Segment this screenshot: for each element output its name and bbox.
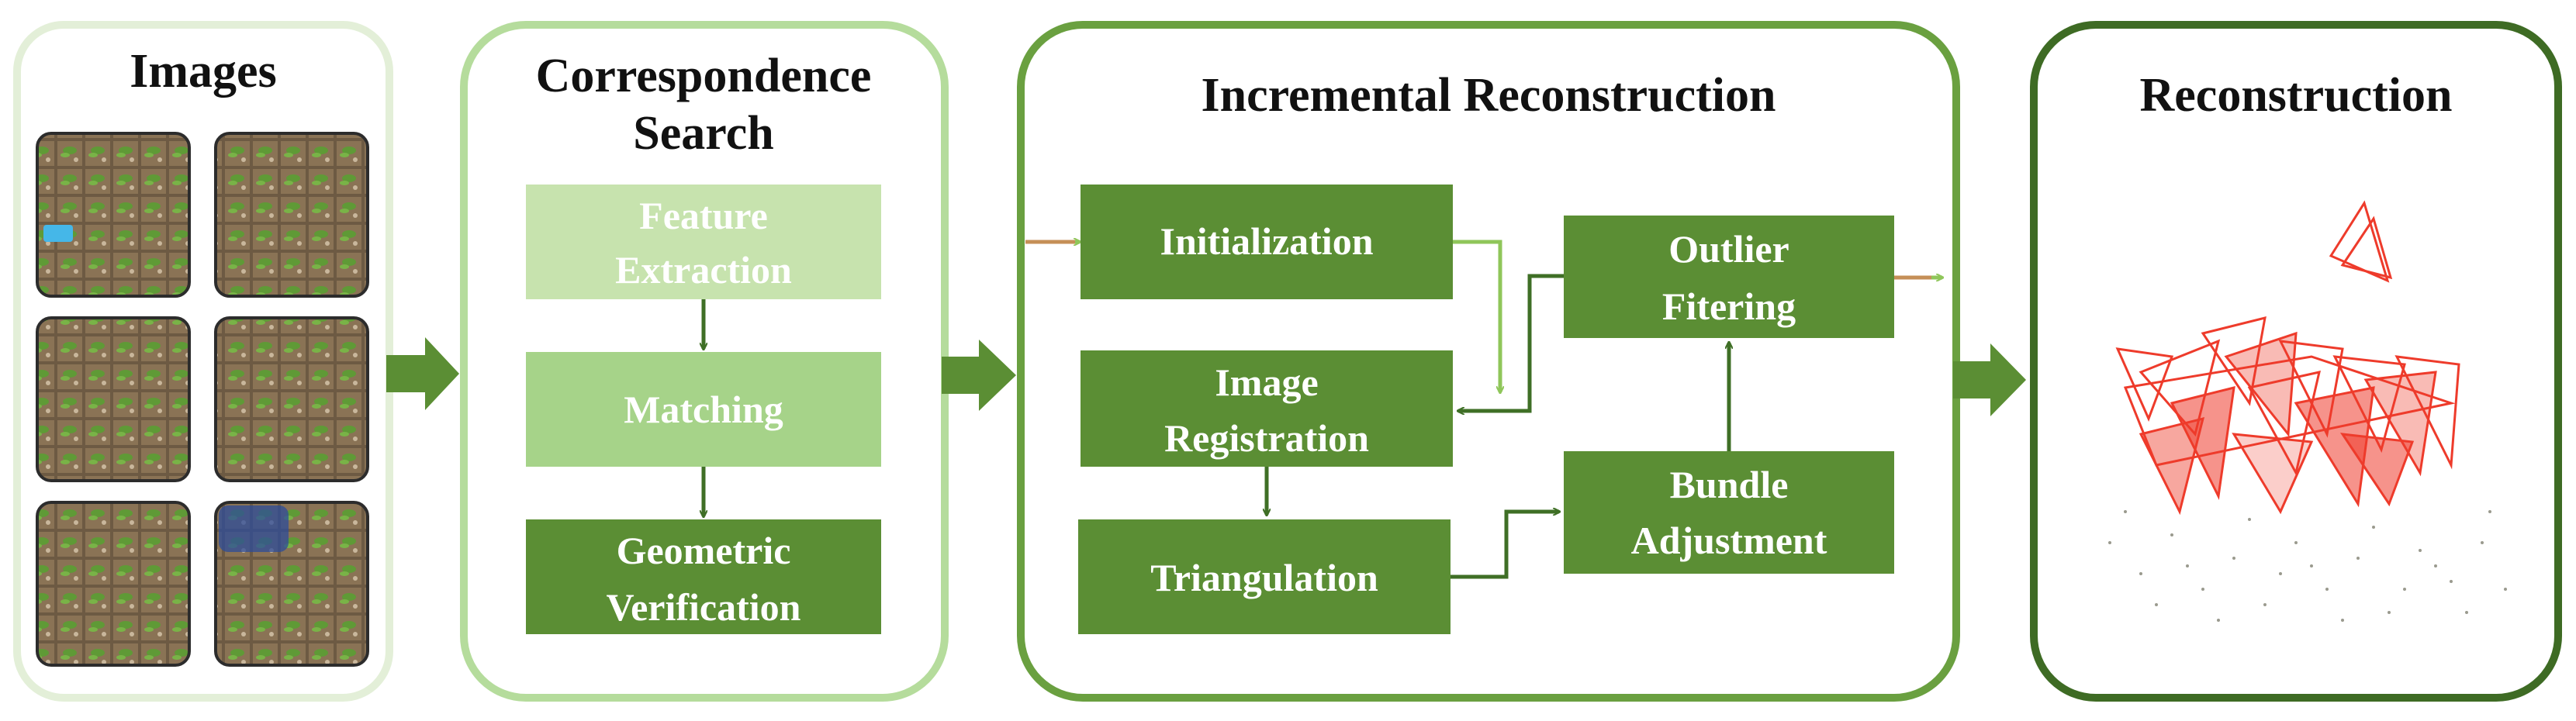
flow-arrow-1 [386,337,459,410]
arrow-outlier-to-registration [1458,274,1564,411]
feature-extraction-label-line1: Feature [639,194,768,237]
point-cloud [2108,510,2507,622]
reconstruction-panel-frame [2030,21,2562,702]
geometric-verification-label-line1: Geometric [617,529,791,572]
flow-arrow-2 [942,340,1016,411]
outlier-filtering-step: Outlier Fitering [1564,216,1894,338]
photo-thumbnail [214,132,369,298]
photo-thumbnail [36,316,191,482]
correspondence-title-line1: Correspondence [536,50,872,102]
images-panel: Images [13,21,393,702]
outlier-filtering-label-line2: Fitering [1662,285,1796,328]
bundle-adjustment-step: Bundle Adjustment [1564,451,1894,574]
correspondence-title-line2: Search [633,107,773,160]
photo-thumbnail [214,316,369,482]
image-registration-box [1081,350,1453,467]
outlier-filtering-label-line1: Outlier [1668,227,1789,271]
initialization-label: Initialization [1160,219,1373,263]
correspondence-panel: Correspondence Search Feature Extraction… [460,21,949,702]
photo-grid [36,132,369,667]
initialization-step: Initialization [1081,185,1453,299]
bundle-adjustment-box [1564,451,1894,574]
triangulation-step: Triangulation [1078,519,1451,634]
triangulation-label: Triangulation [1150,556,1378,599]
bundle-adjustment-label-line1: Bundle [1670,463,1789,506]
photo-thumbnail [36,501,191,667]
matching-step: Matching [526,352,881,467]
geometric-verification-label-line2: Verification [607,585,801,629]
arrow-triangulation-to-bundle [1451,512,1559,579]
incremental-panel-title: Incremental Reconstruction [1201,69,1776,122]
reconstruction-panel-title: Reconstruction [2140,69,2453,122]
initialization-box [1081,185,1453,299]
feature-extraction-step: Feature Extraction [526,185,881,299]
geometric-verification-step: Geometric Verification [526,519,881,634]
image-registration-label-line2: Registration [1164,416,1369,460]
images-panel-title: Images [130,45,276,98]
matching-box [526,352,881,467]
flow-arrow-3 [1953,343,2026,416]
image-registration-label-line1: Image [1215,360,1318,404]
isolated-camera [2329,200,2393,283]
bundle-adjustment-label-line2: Adjustment [1631,519,1827,562]
feature-extraction-box [526,185,881,299]
plant-tag [43,225,73,242]
camera-pose-cluster [2115,316,2460,516]
blue-tray-tint [219,505,289,552]
incremental-panel: Incremental Reconstruction Initializatio… [1017,21,1960,702]
matching-label: Matching [624,388,783,431]
geometric-verification-box [526,519,881,634]
photo-thumbnail [36,132,191,298]
arrow-initialization-to-registration [1453,240,1500,392]
feature-extraction-label-line2: Extraction [615,248,792,292]
reconstruction-panel: Reconstruction [2030,21,2562,702]
triangulation-box [1078,519,1451,634]
image-registration-step: Image Registration [1081,350,1453,467]
outlier-filtering-box [1564,216,1894,338]
